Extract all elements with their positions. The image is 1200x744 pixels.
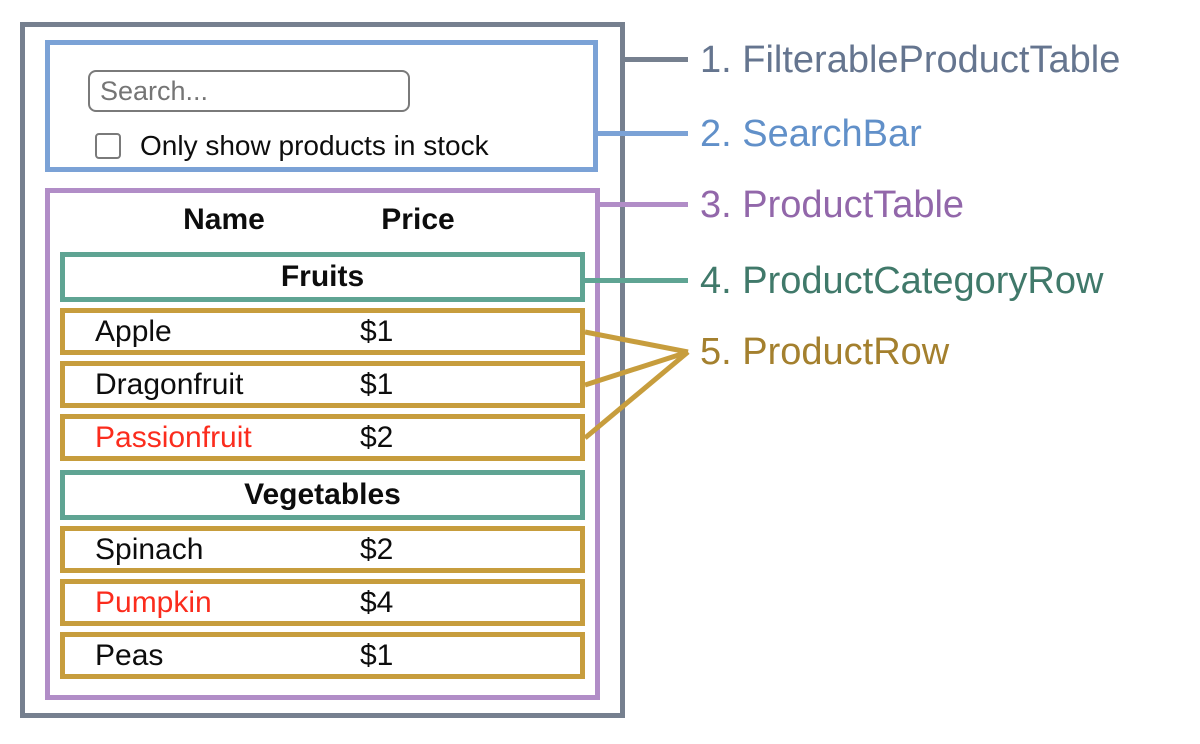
product-row-peas: Peas $1: [60, 632, 585, 679]
product-row-passionfruit: Passionfruit $2: [60, 414, 585, 461]
legend-filterable-product-table: 1. FilterableProductTable: [700, 39, 1121, 81]
product-price: $2: [360, 533, 394, 566]
column-header-price: Price: [381, 203, 455, 236]
search-input[interactable]: [88, 70, 410, 112]
product-name: Passionfruit: [95, 421, 252, 454]
legend-product-category-row: 4. ProductCategoryRow: [700, 260, 1104, 302]
legend-product-row: 5. ProductRow: [700, 331, 950, 373]
product-name: Apple: [95, 315, 172, 348]
filterable-product-table-box: Only show products in stock Name Price F…: [20, 22, 625, 718]
product-price: $4: [360, 586, 394, 619]
column-header-name: Name: [183, 203, 265, 236]
product-name: Dragonfruit: [95, 368, 244, 401]
product-price: $1: [360, 639, 394, 672]
stock-checkbox-label[interactable]: Only show products in stock: [140, 130, 489, 161]
connector-line-search-bar: [598, 131, 688, 136]
product-table-box: Name Price Fruits Apple $1 Dragonfruit $…: [45, 188, 600, 700]
stock-checkbox[interactable]: [95, 133, 121, 159]
product-row-spinach: Spinach $2: [60, 526, 585, 573]
product-name: Pumpkin: [95, 586, 212, 619]
legend-search-bar: 2. SearchBar: [700, 113, 922, 155]
product-name: Spinach: [95, 533, 204, 566]
connector-line-product-category-row: [585, 278, 688, 283]
legend-product-table: 3. ProductTable: [700, 184, 965, 226]
search-bar-box: Only show products in stock: [45, 40, 598, 172]
product-price: $1: [360, 315, 394, 348]
product-name: Peas: [95, 639, 164, 672]
product-price: $1: [360, 368, 394, 401]
category-row-fruits: Fruits: [60, 252, 585, 302]
category-row-vegetables: Vegetables: [60, 470, 585, 520]
connector-line-product-table: [600, 202, 688, 207]
product-row-apple: Apple $1: [60, 308, 585, 355]
connector-line-filterable-product-table: [620, 57, 688, 62]
product-price: $2: [360, 421, 394, 454]
product-row-dragonfruit: Dragonfruit $1: [60, 361, 585, 408]
product-row-pumpkin: Pumpkin $4: [60, 579, 585, 626]
